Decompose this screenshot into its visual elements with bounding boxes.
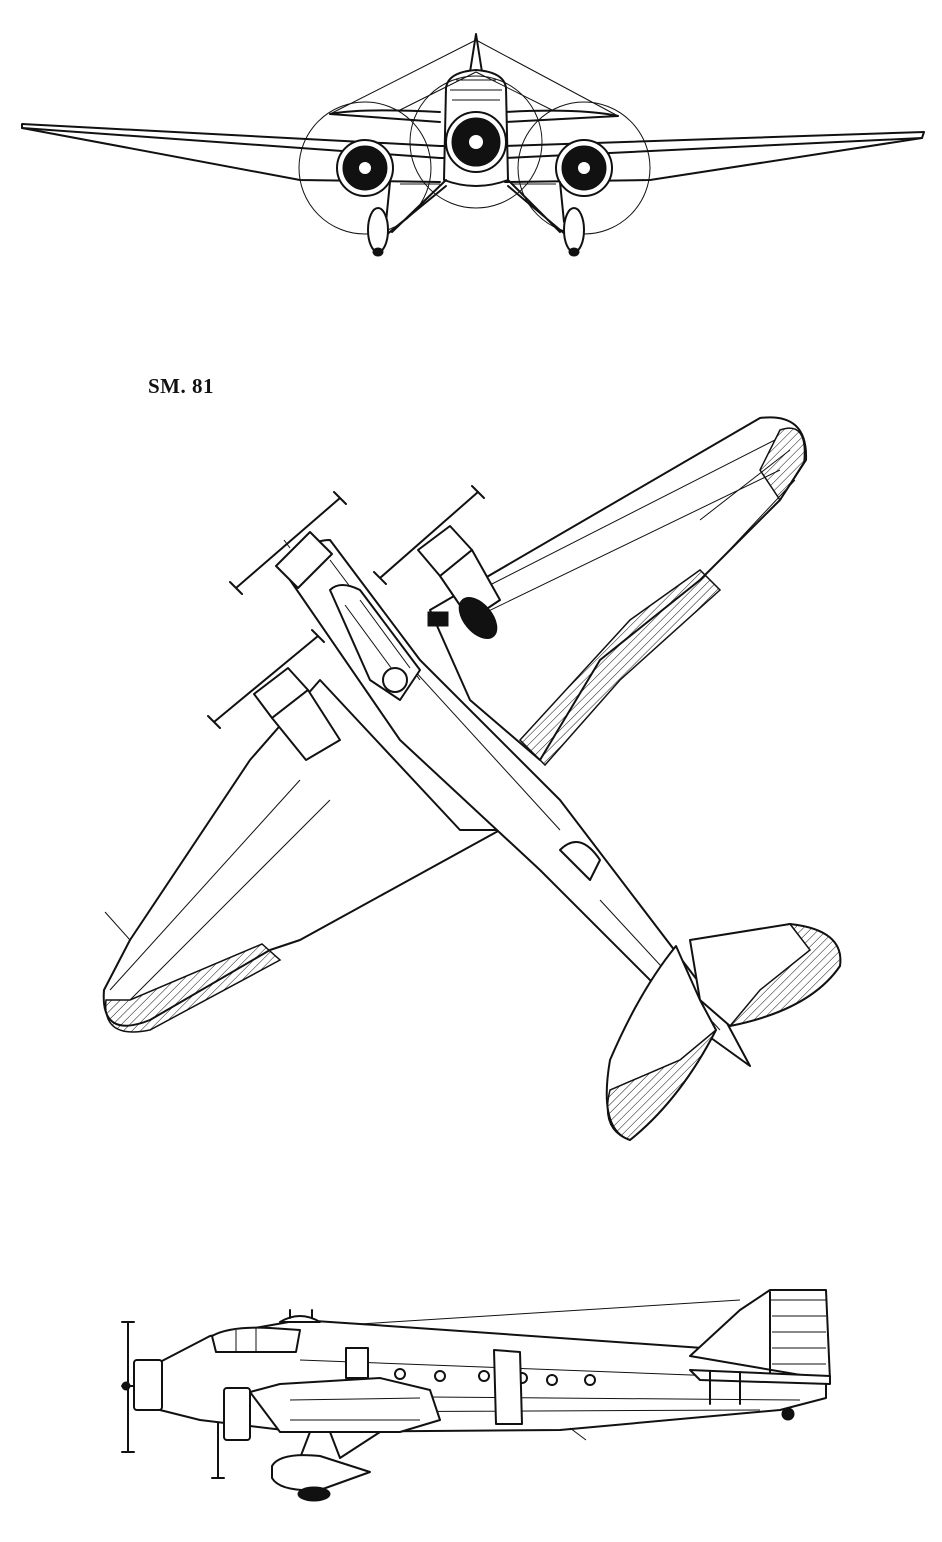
side-tail-wheel [781, 1407, 795, 1421]
aircraft-designation-label: SM. 81 [148, 374, 214, 398]
plan-elevator-left [606, 1029, 717, 1141]
side-window-6 [546, 1374, 558, 1386]
side-tail-struts [709, 1371, 741, 1405]
side-wing-engine [223, 1387, 251, 1441]
front-gear-legs [385, 181, 565, 223]
plan-right-flap [518, 569, 722, 767]
side-door [345, 1347, 369, 1379]
center-propeller-disc [409, 75, 543, 209]
side-window-7 [584, 1374, 596, 1386]
plan-prop-marker-left [207, 629, 325, 729]
plan-dorsal-turret [382, 667, 408, 693]
side-panel-hatch [493, 1349, 523, 1425]
left-propeller-disc [298, 101, 432, 235]
right-spinner [576, 160, 592, 176]
side-window-2 [394, 1368, 406, 1380]
front-bracing-wires [329, 39, 619, 117]
front-cockpit-frame [450, 79, 502, 101]
side-nose-engine [133, 1359, 163, 1411]
plan-right-aileron [759, 427, 806, 502]
plan-left-wing-panel-lines [109, 779, 331, 1001]
side-wing [249, 1377, 441, 1433]
front-left-wheel [367, 207, 389, 253]
side-rudder-ribs [770, 1299, 826, 1365]
side-wheel-fairing [271, 1454, 371, 1492]
plan-prop-marker-nose [229, 491, 347, 595]
side-main-wheel [297, 1486, 331, 1502]
front-tailplane [329, 109, 619, 123]
side-tailplane [689, 1369, 831, 1385]
side-window-4 [478, 1370, 490, 1382]
side-window-3 [434, 1370, 446, 1382]
side-view [121, 1289, 831, 1502]
plan-elevator-right [728, 923, 842, 1028]
plan-nacelle-grille [427, 611, 449, 627]
side-dorsal-turret [279, 1315, 321, 1323]
front-fin [469, 33, 483, 73]
front-view [21, 33, 925, 257]
plan-left-flap-aileron [105, 943, 282, 1033]
front-gear-struts [379, 179, 573, 241]
plan-prop-marker-right [373, 485, 485, 585]
center-spinner [467, 133, 485, 151]
plan-dorsal-hatch [559, 841, 601, 881]
plan-view [102, 416, 842, 1141]
plan-right-wing-panel-lines [469, 439, 781, 621]
left-spinner [357, 160, 373, 176]
side-fin [689, 1289, 831, 1381]
front-right-wheel [563, 207, 585, 253]
side-antenna-wire [359, 1299, 741, 1325]
plan-engine-left [253, 667, 341, 761]
plan-nacelle-intake [458, 597, 498, 639]
side-gear-strut [299, 1431, 381, 1459]
